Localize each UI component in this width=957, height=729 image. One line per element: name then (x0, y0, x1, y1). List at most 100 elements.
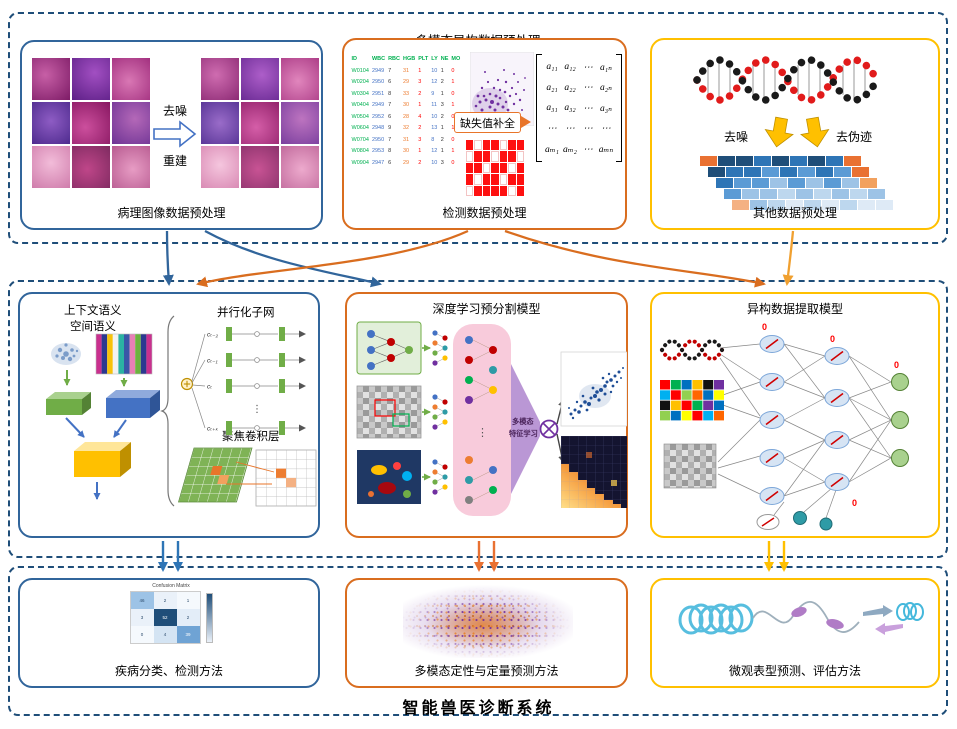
prediction-box-label: 多模态定性与定量预测方法 (414, 664, 559, 678)
cell: 2 (418, 125, 422, 132)
cell: 11 (431, 102, 437, 109)
cell: 2948 (371, 125, 385, 132)
svg-text:cₜ: cₜ (207, 384, 212, 391)
table-header-row: ID WBC RBC HGB PLT LY NE MO (350, 54, 462, 66)
table-row: W0804 2953 8 30 1 12 1 1 (350, 146, 462, 158)
th-c6: NE (440, 56, 449, 62)
dna-input-icon (660, 339, 724, 361)
dna-strand-black (693, 56, 881, 104)
cell: 1 (451, 102, 455, 109)
other-denoise-label: 去噪 (724, 130, 749, 144)
blob-panel (357, 450, 421, 504)
context-model-graphic: cₜ₋₂ cₜ₋₁ cₜ ⋮ (46, 315, 317, 507)
th-id: ID (351, 56, 358, 62)
small-helix (896, 602, 924, 621)
cell: 3 (418, 136, 422, 143)
texture-panel (356, 385, 422, 439)
svg-text:cₜ₋₂: cₜ₋₂ (207, 332, 219, 339)
cell: 2953 (371, 148, 385, 155)
table-row: W0404 2949 7 30 1 11 3 1 (350, 100, 462, 112)
cell: 9 (431, 90, 435, 97)
segmentation-model-graphic: ⋮ 多模态 特征学习 (356, 321, 627, 516)
cell: 33 (403, 90, 410, 97)
scatter-blob (51, 343, 81, 365)
cell: 2 (440, 136, 444, 143)
fusion-pool (453, 324, 511, 516)
gray-grid-input (663, 443, 717, 489)
confusion-cell: 0 (130, 626, 154, 643)
th-c3: HGB (403, 56, 416, 62)
colorbar (205, 592, 213, 643)
matrix-row: a₁₁ a₁₂ ⋯ a₁ₙ (546, 62, 612, 73)
cell: 1 (418, 67, 422, 74)
cell: 10 (431, 159, 438, 166)
cell: 7 (388, 67, 392, 74)
cell: 1 (451, 125, 455, 132)
cell: 1 (440, 90, 444, 97)
segmentation-model-box: 深度学习预分割模型 (345, 292, 628, 538)
parallel-subnet-label: 并行化子网 (217, 307, 275, 319)
impute-badge: 缺失值补全 (454, 112, 531, 133)
matrix-row: ⋯ ⋯ ⋯ ⋯ (547, 124, 611, 134)
output-layer (891, 373, 909, 467)
cell: 0 (451, 90, 455, 97)
matrix-row: aₘ₁ aₘ₂ ⋯ aₘₙ (545, 144, 614, 155)
result-scatter (560, 351, 627, 427)
cell: 0 (451, 113, 455, 120)
parallel-row: cₜ₋₂ (207, 327, 306, 341)
cell-id: W0704 (351, 136, 369, 143)
fused-feature-cube (74, 442, 131, 477)
denoise-label: 去噪 (162, 104, 187, 118)
down-arrow-icon (764, 116, 794, 148)
cell: 3 (440, 102, 444, 109)
cell: 6 (388, 113, 392, 120)
cell: 3 (418, 79, 422, 86)
result-heatmap (561, 436, 627, 508)
cell: 10 (431, 113, 438, 120)
alpha-helix (678, 603, 754, 635)
focused-conv-label: 聚焦卷积层 (222, 431, 280, 443)
network-panel (356, 321, 422, 375)
hidden-layer-1 (759, 335, 785, 505)
svg-text:0: 0 (894, 360, 899, 370)
parallel-row: cₜ₊ₖ (207, 421, 306, 435)
cell: 10 (431, 67, 438, 74)
segmentation-model-title: 深度学习预分割模型 (432, 302, 541, 316)
pathology-image-noisy (32, 58, 150, 188)
cell: 2950 (371, 136, 385, 143)
cell: 2 (440, 79, 444, 86)
pathology-image-clean (201, 58, 319, 188)
parallel-row: cₜ (207, 379, 306, 393)
confusion-cell: 1 (176, 592, 200, 609)
cell: 32 (403, 125, 410, 132)
other-preprocess-box: 去噪 去伪迹 其他数据预处理 (650, 38, 940, 230)
cell-id: W0504 (351, 113, 369, 120)
svg-text:0: 0 (852, 498, 857, 508)
cell: 3 (440, 159, 444, 166)
cell: 6 (388, 79, 392, 86)
th-c4: PLT (418, 56, 429, 62)
cell: 1 (451, 79, 455, 86)
cell: 7 (388, 136, 392, 143)
confusion-cell: 4 (153, 626, 177, 643)
cell: 28 (403, 113, 410, 120)
cell: 30 (403, 102, 410, 109)
svg-text:0: 0 (762, 322, 767, 332)
table-row: W0904 2947 6 29 2 10 3 0 (350, 158, 462, 170)
phenotype-method-box: 微观表型预测、评估方法 (650, 578, 940, 688)
cell-id: W0804 (351, 148, 369, 155)
cell-id: W0204 (351, 79, 369, 86)
table-row: W0204 2950 6 29 3 12 2 1 (350, 77, 462, 89)
classification-box-label: 疾病分类、检测方法 (114, 664, 223, 678)
cell: 4 (418, 113, 422, 120)
th-c2: RBC (388, 56, 400, 62)
svg-text:0: 0 (830, 334, 835, 344)
helix-segment (791, 606, 807, 618)
svg-text:⋮: ⋮ (252, 404, 262, 415)
cell: 9 (388, 125, 392, 132)
signal-brick-stack (700, 156, 893, 211)
svg-text:⋮: ⋮ (477, 427, 488, 439)
dna-rungs (707, 60, 866, 100)
